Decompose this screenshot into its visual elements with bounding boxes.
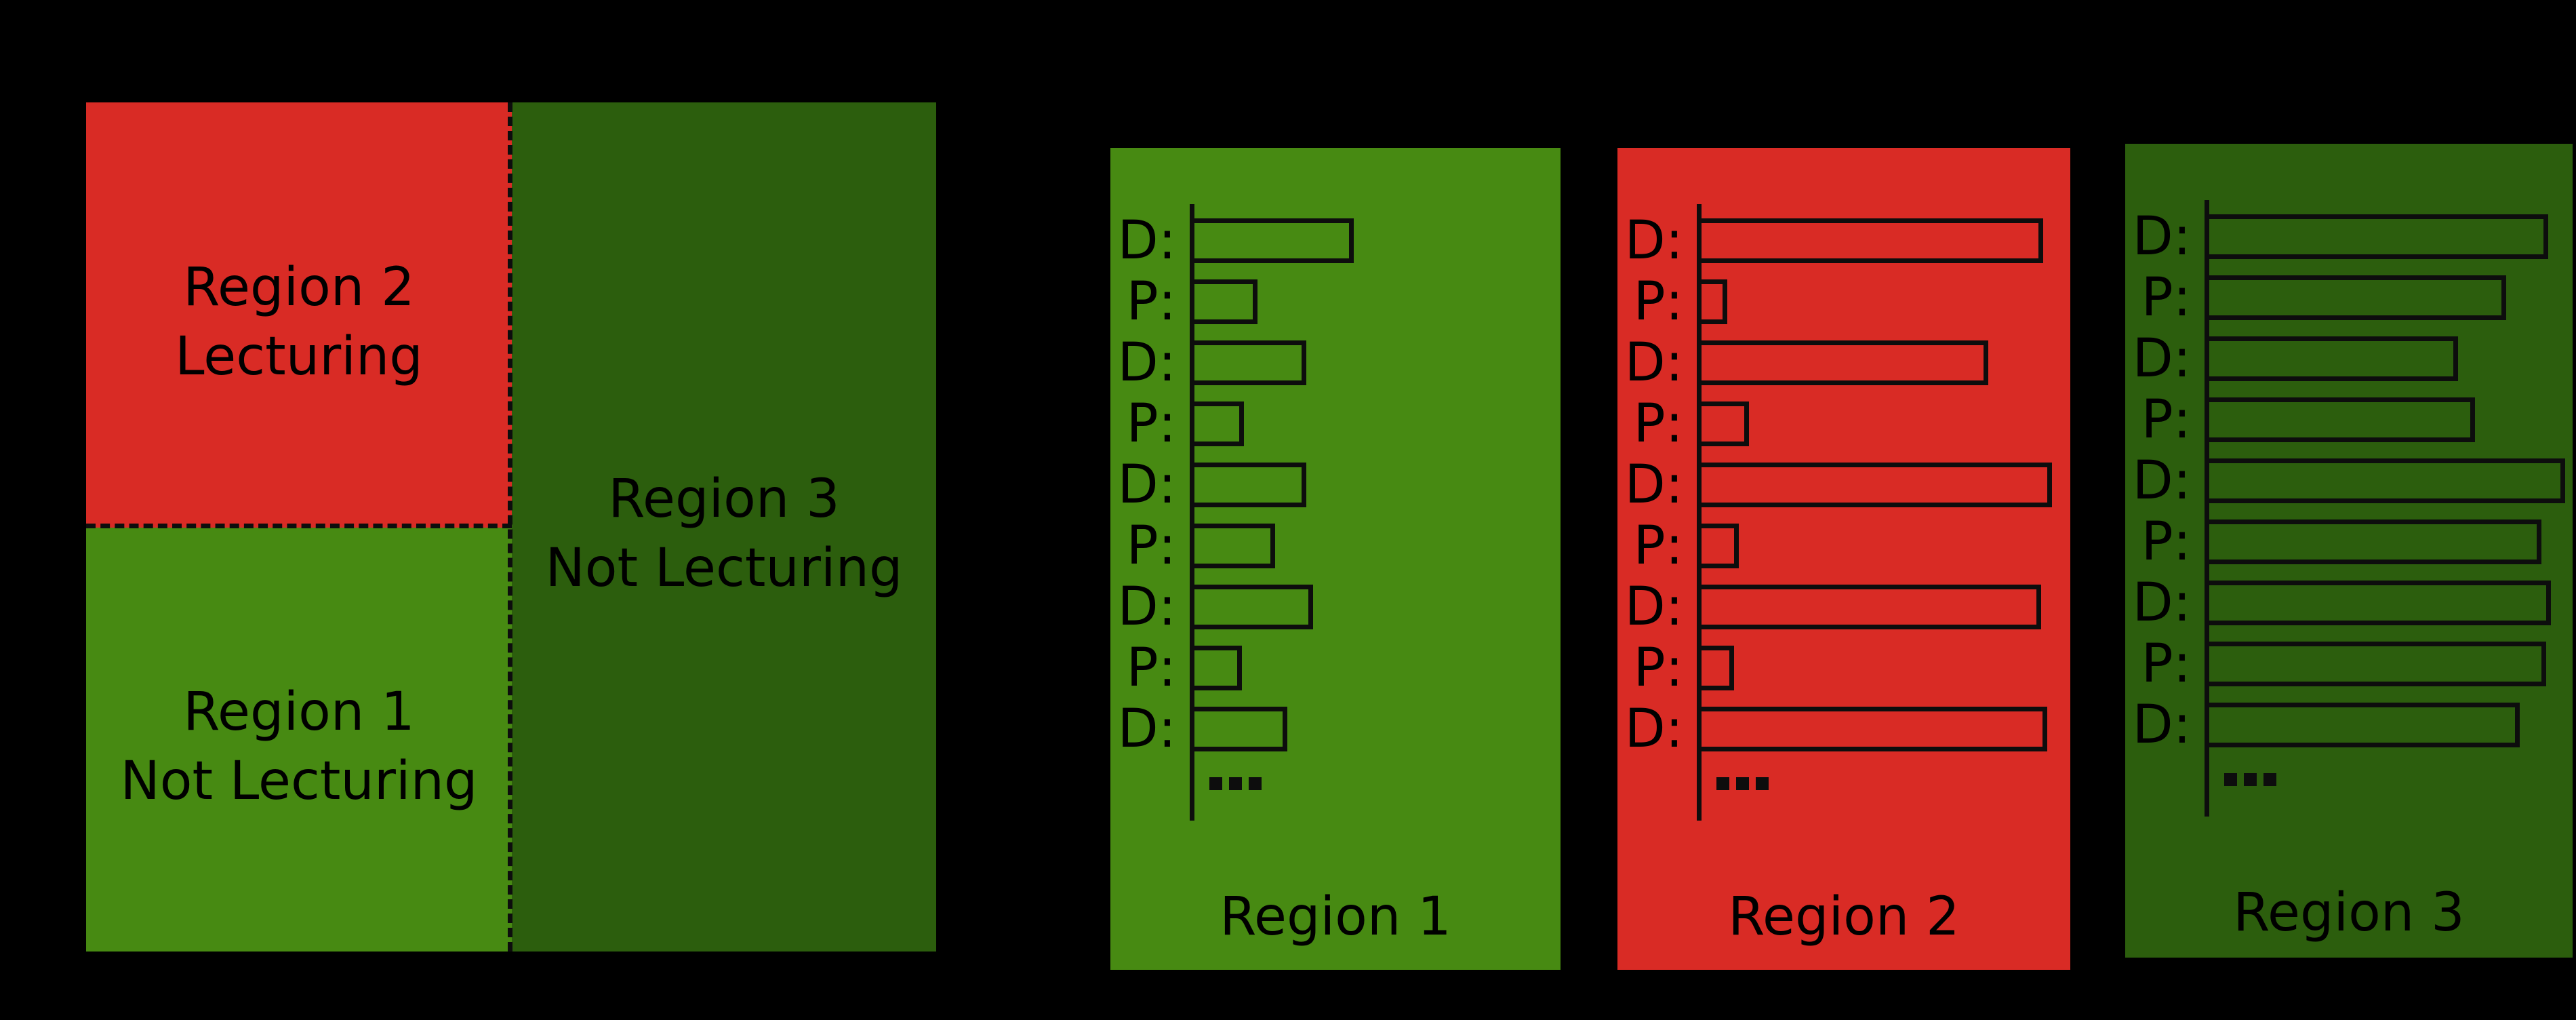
bar xyxy=(2205,275,2506,320)
bar-label-P: P: xyxy=(2141,633,2191,694)
bar-label-P: P: xyxy=(1633,515,1683,576)
bar xyxy=(1190,218,1354,263)
bar-label-P: P: xyxy=(1633,638,1683,699)
bar xyxy=(1697,585,2041,629)
bar xyxy=(1697,401,1749,446)
ellipsis-dot xyxy=(1736,777,1749,790)
bar-label-P: P: xyxy=(1633,271,1683,332)
floor-region-1-name: Region 1 xyxy=(183,681,415,743)
bar-label-P: P: xyxy=(1126,515,1176,576)
floor-region-2-name: Region 2 xyxy=(183,256,415,318)
bar xyxy=(2205,642,2546,686)
bar xyxy=(1697,646,1734,690)
bar-label-D: D: xyxy=(1624,576,1683,638)
bar xyxy=(1697,218,2043,263)
ellipsis-dot xyxy=(1756,777,1769,790)
floor-map: Region 2 Lecturing Region 1 Not Lecturin… xyxy=(86,102,936,952)
floor-region-3-status: Not Lecturing xyxy=(545,538,903,599)
bar xyxy=(1190,707,1287,751)
bar-chart-axis xyxy=(1697,204,1702,821)
ellipsis-dot xyxy=(2244,773,2257,786)
panel-region-title: Region 2 xyxy=(1728,886,1960,947)
bar xyxy=(1697,524,1739,568)
bar-label-D: D: xyxy=(2132,206,2191,267)
bar-label-P: P: xyxy=(1126,271,1176,332)
bar-chart-panel-region-2: D:P:D:P:D:P:D:P:D:Region 2 xyxy=(1617,148,2070,970)
bar xyxy=(2205,336,2458,381)
bar-label-D: D: xyxy=(1624,332,1683,393)
bar-label-D: D: xyxy=(2132,572,2191,633)
bar-label-P: P: xyxy=(1633,393,1683,454)
bar-label-D: D: xyxy=(1117,699,1176,760)
bar xyxy=(2205,458,2565,503)
bar-label-P: P: xyxy=(2141,267,2191,328)
bar-label-D: D: xyxy=(1117,454,1176,515)
bar xyxy=(2205,397,2475,442)
bar-label-P: P: xyxy=(2141,389,2191,450)
bar xyxy=(2205,703,2520,747)
bar xyxy=(2205,581,2551,625)
ellipsis-dot xyxy=(1249,777,1262,790)
ellipsis-dot xyxy=(1716,777,1729,790)
bar-chart-axis xyxy=(1190,204,1194,821)
bar-chart-panel-region-1: D:P:D:P:D:P:D:P:D:Region 1 xyxy=(1110,148,1561,970)
bar-chart-axis xyxy=(2205,200,2209,817)
bar xyxy=(1697,279,1727,324)
room-divider-horizontal-dashed xyxy=(86,524,512,528)
bar-label-D: D: xyxy=(1117,210,1176,271)
floor-region-2-label: Region 2 Lecturing xyxy=(175,253,423,391)
floor-region-2-lecturing: Region 2 Lecturing xyxy=(86,102,512,528)
bar-label-D: D: xyxy=(1624,454,1683,515)
bar-label-D: D: xyxy=(1117,576,1176,638)
bar-label-D: D: xyxy=(2132,450,2191,511)
bar xyxy=(1190,279,1257,324)
ellipsis-dots xyxy=(1716,777,1769,790)
floor-region-1-label: Region 1 Not Lecturing xyxy=(120,678,477,816)
floor-region-2-status: Lecturing xyxy=(175,326,423,387)
bar-chart-panel-region-3: D:P:D:P:D:P:D:P:D:Region 3 xyxy=(2125,144,2573,958)
bar-label-P: P: xyxy=(2141,511,2191,572)
bar xyxy=(1190,340,1306,385)
panel-region-title: Region 1 xyxy=(1220,886,1451,947)
bar xyxy=(1697,340,1988,385)
panel-region-title: Region 3 xyxy=(2233,882,2465,943)
ellipsis-dot xyxy=(1209,777,1222,790)
bar xyxy=(1190,401,1244,446)
floor-region-3-not-lecturing: Region 3 Not Lecturing xyxy=(512,102,936,952)
bar-label-P: P: xyxy=(1126,638,1176,699)
floor-region-3-label: Region 3 Not Lecturing xyxy=(545,465,902,603)
bar-label-P: P: xyxy=(1126,393,1176,454)
bar-label-D: D: xyxy=(1624,699,1683,760)
bar xyxy=(1190,585,1313,629)
bar xyxy=(1190,646,1242,690)
floor-region-1-not-lecturing: Region 1 Not Lecturing xyxy=(86,528,512,952)
bar-label-D: D: xyxy=(1117,332,1176,393)
bar xyxy=(1190,463,1306,507)
bar xyxy=(1697,707,2047,751)
bar xyxy=(1190,524,1275,568)
ellipsis-dots xyxy=(2224,773,2276,786)
ellipsis-dots xyxy=(1209,777,1262,790)
bar-label-D: D: xyxy=(1624,210,1683,271)
bar xyxy=(2205,519,2541,564)
ellipsis-dot xyxy=(2263,773,2276,786)
floor-region-1-status: Not Lecturing xyxy=(120,750,478,812)
bar xyxy=(2205,214,2548,259)
floor-region-3-name: Region 3 xyxy=(608,469,840,530)
bar-label-D: D: xyxy=(2132,694,2191,756)
bar-label-D: D: xyxy=(2132,328,2191,389)
ellipsis-dot xyxy=(2224,773,2237,786)
ellipsis-dot xyxy=(1229,777,1242,790)
bar xyxy=(1697,463,2052,507)
